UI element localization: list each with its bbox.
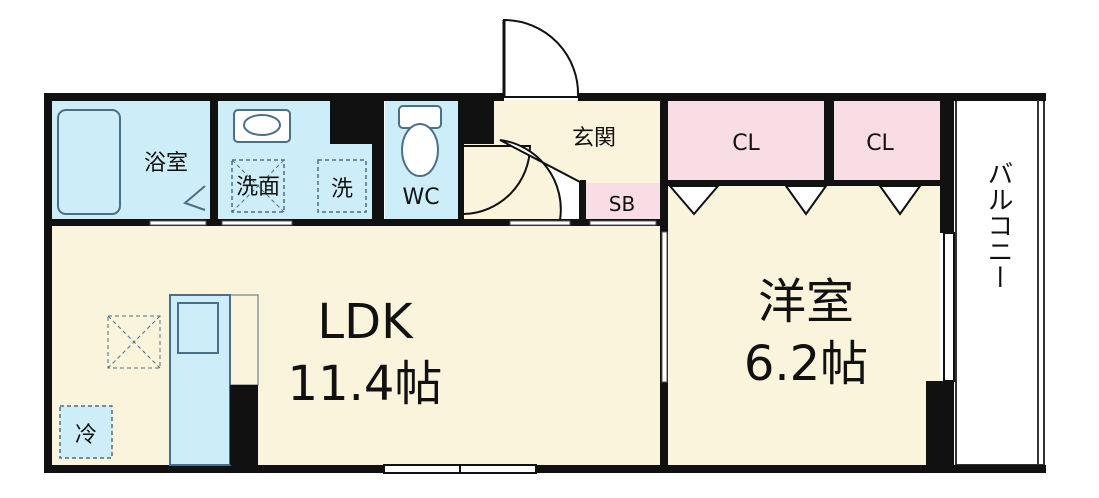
wall-bottom-left: [44, 465, 384, 473]
wall-wc-right: [458, 100, 464, 220]
washroom-mark-diag2: [231, 159, 285, 213]
wall-wash-block: [330, 100, 372, 144]
window-right: [943, 232, 955, 382]
room-label-bath: 浴室: [144, 151, 188, 176]
wall-closets-bottom: [668, 180, 940, 186]
room-label-washroom: 洗面: [236, 175, 280, 200]
wet-area-window-2: [221, 220, 293, 226]
dining-mark-diag2: [107, 315, 161, 369]
dining-floor-mark: [107, 315, 161, 369]
wall-balcony-bottom: [940, 465, 1046, 473]
bathtub: [57, 109, 121, 215]
fridge-space: [59, 405, 113, 459]
room-label-entrance: 玄関: [572, 126, 616, 151]
entrance-door-swing: [503, 18, 580, 98]
wall-top: [44, 93, 504, 101]
wall-shoebox: [580, 180, 586, 222]
room-label-shoebox: SB: [609, 192, 635, 216]
western-room-floor: [668, 186, 940, 465]
wall-entrance-closet: [660, 100, 668, 225]
kitchen-sink: [177, 302, 219, 354]
room-label-wc: WC: [402, 185, 439, 210]
room-label-fridge: 冷: [75, 423, 97, 448]
wall-wash-wc: [372, 100, 384, 220]
room-label-washer: 洗: [331, 177, 353, 202]
inner-door-swing: [499, 139, 581, 221]
entrance-window: [509, 220, 571, 226]
wall-left: [44, 93, 52, 473]
wall-bath-wash: [210, 100, 218, 220]
ldk-floor: [50, 225, 662, 465]
entrance-window-2: [589, 220, 657, 226]
wall-right-bottom: [926, 381, 954, 473]
wall-closets-divider: [824, 100, 834, 182]
washroom-floor-mark: [231, 159, 285, 213]
room-label-balcony: バルコニー: [983, 160, 1013, 290]
room-label-closet-right: CL: [866, 131, 894, 156]
bath-drain-mark: [183, 185, 206, 211]
wall-bottom-right: [536, 465, 1046, 473]
shoebox-floor: [585, 183, 660, 220]
closet-left-hanger-1: [667, 185, 721, 216]
closet-right-floor: [834, 100, 940, 182]
wet-area-window-1: [149, 220, 207, 226]
wall-right-top: [940, 93, 954, 233]
wash-basin-bowl: [243, 114, 281, 136]
closet-left-hanger-2: [784, 185, 828, 216]
toilet-bowl: [401, 123, 439, 177]
room-size-western: 6.2帖: [744, 336, 868, 392]
closet-right-hanger: [878, 185, 922, 216]
wall-top-right: [578, 93, 1046, 101]
washer-space: [317, 159, 367, 213]
closet-left-floor: [668, 100, 824, 182]
room-size-ldk: 11.4帖: [288, 356, 443, 412]
kitchen-wall-block: [230, 385, 258, 465]
room-label-closet-left: CL: [732, 131, 760, 156]
balcony-floor: [955, 99, 1045, 466]
ldk-western-sliding-door: [661, 231, 668, 383]
room-label-ldk: LDK: [317, 294, 414, 350]
room-label-western: 洋室: [758, 274, 854, 330]
